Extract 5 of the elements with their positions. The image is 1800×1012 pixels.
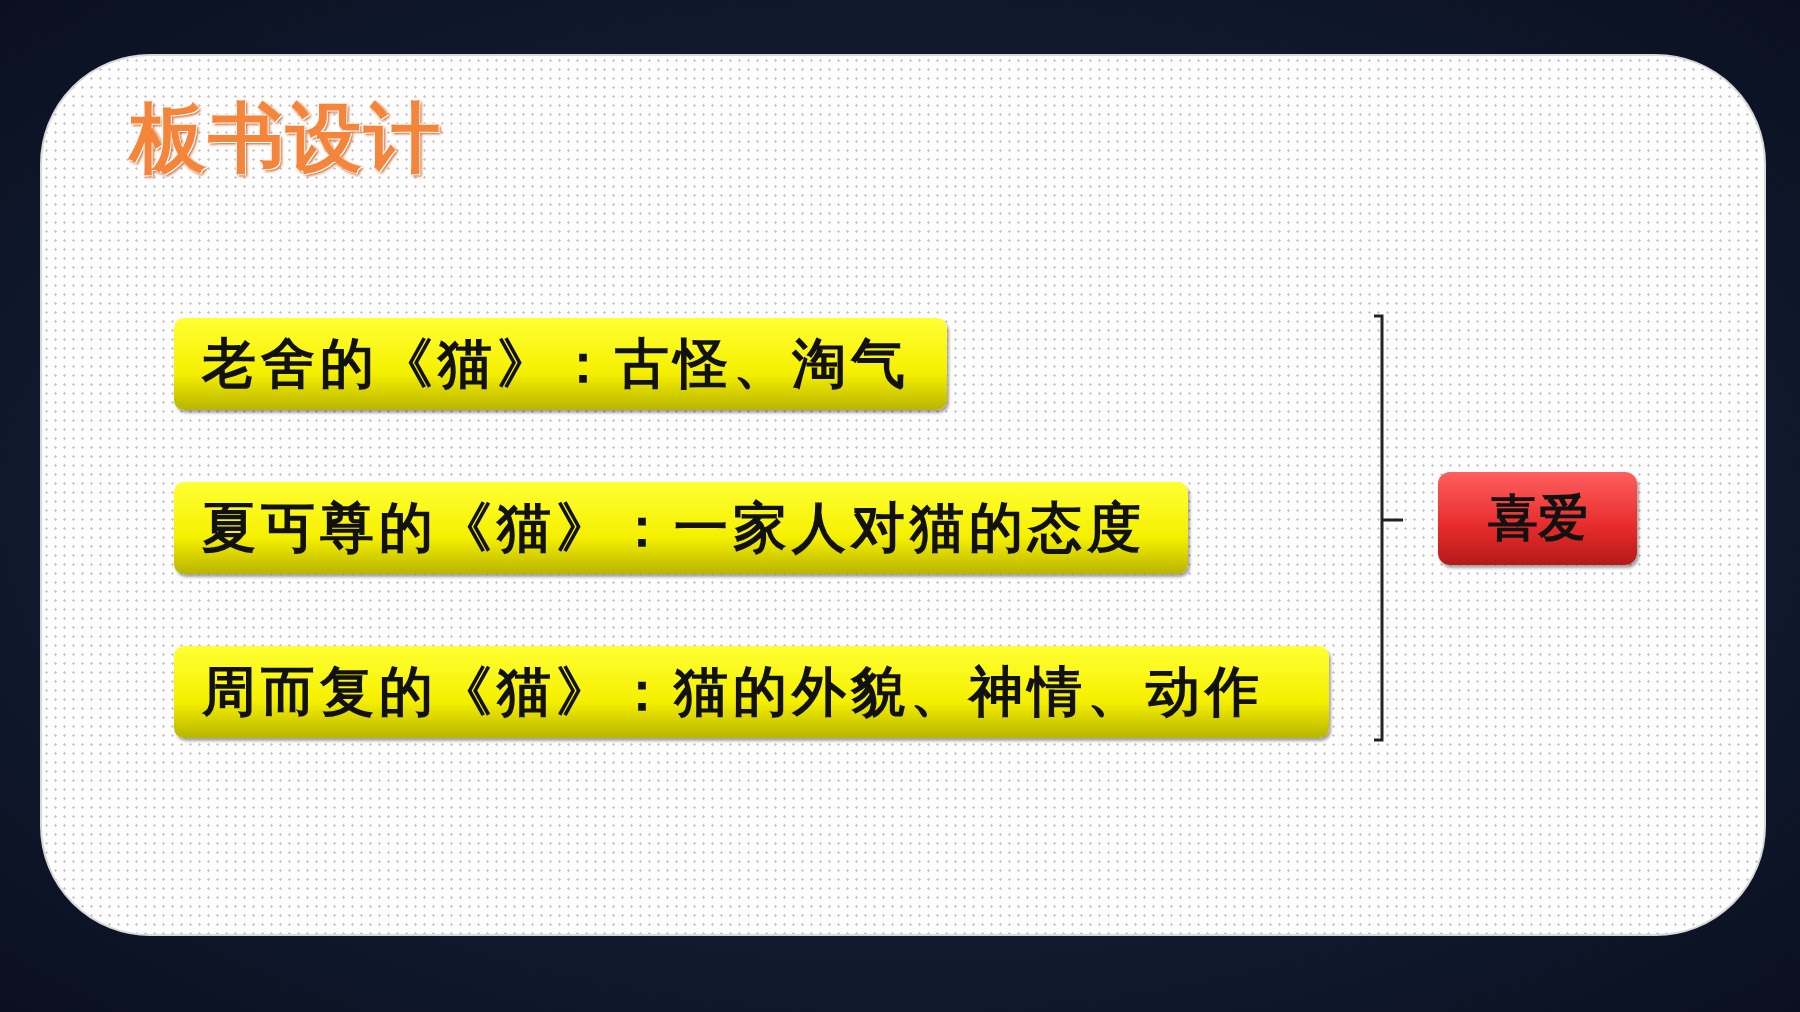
summary-box: 喜爱 (1438, 472, 1637, 565)
text-bar: 老舍的《猫》：古怪、淘气 (174, 318, 947, 410)
text-bar: 夏丏尊的《猫》：一家人对猫的态度 (174, 482, 1188, 574)
title: 板书设计 (130, 92, 442, 184)
text-bar: 周而复的《猫》：猫的外貌、神情、动作 (174, 646, 1329, 738)
